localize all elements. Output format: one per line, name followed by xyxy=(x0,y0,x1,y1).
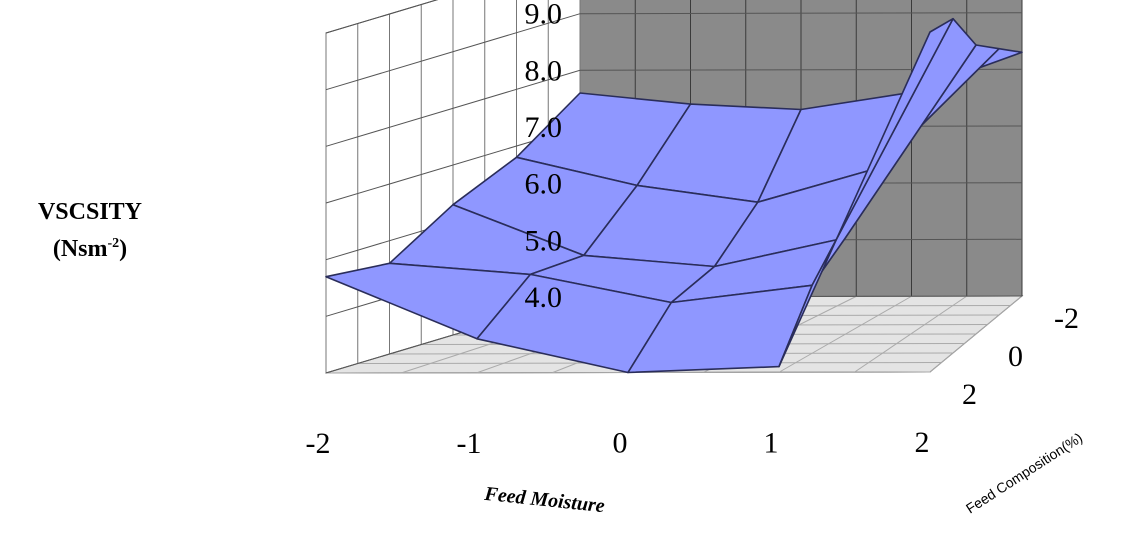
floor-grid-line xyxy=(778,295,912,373)
y-tick-label: 2 xyxy=(962,378,977,411)
z-tick-label: 8.0 xyxy=(525,54,563,87)
z-tick-label: 7.0 xyxy=(525,111,563,144)
z-axis-title-line1: VSCSITY xyxy=(37,199,143,225)
z-axis-title: VSCSITY (Nsm-2) xyxy=(0,196,180,265)
floor-grid-line xyxy=(929,295,1023,373)
y-axis-title: Feed Composition(%) xyxy=(963,429,1085,516)
x-tick-label: 1 xyxy=(764,426,779,459)
wall-z-grid-line xyxy=(325,12,1023,91)
x-tick-label: 0 xyxy=(613,427,628,460)
wall-z-grid-line xyxy=(325,68,1023,147)
x-tick-label: -2 xyxy=(306,427,331,460)
x-tick-label: -1 xyxy=(457,427,482,460)
x-axis-title: Feed Moisture xyxy=(483,483,606,518)
y-tick-label: -2 xyxy=(1054,302,1079,335)
surface-patch xyxy=(778,17,954,368)
z-tick-label: 9.0 xyxy=(525,0,563,31)
y-tick-label: 0 xyxy=(1008,340,1023,373)
floor-grid-line xyxy=(854,295,968,373)
wall-z-grid-line xyxy=(325,0,439,34)
z-tick-label: 6.0 xyxy=(525,168,563,201)
z-axis-title-line2: (Nsm-2) xyxy=(52,236,128,262)
x-tick-label: 2 xyxy=(915,426,930,459)
surface-mesh xyxy=(325,17,1023,374)
z-tick-label: 4.0 xyxy=(525,281,563,314)
z-tick-label: 5.0 xyxy=(525,224,563,257)
